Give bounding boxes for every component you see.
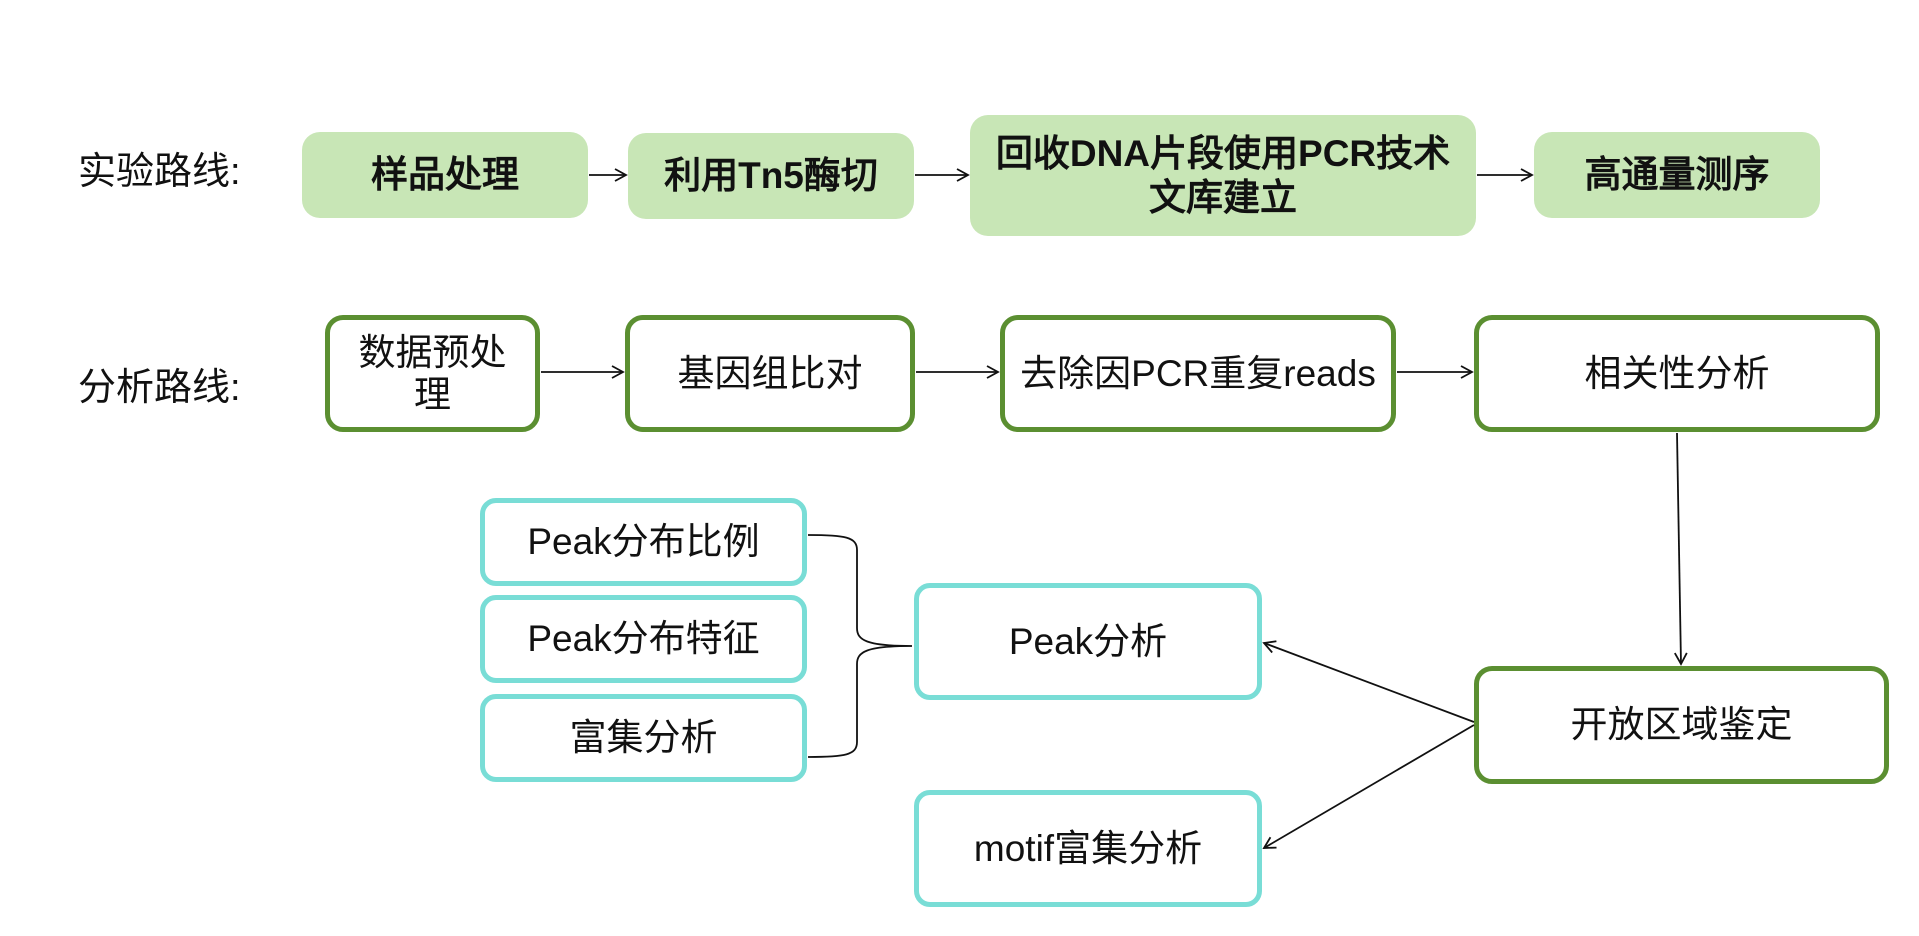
- ana-step-genome-alignment: 基因组比对: [625, 315, 915, 432]
- exp-step-label: 利用Tn5酶切: [664, 155, 878, 196]
- exp-step-label-line2: 文库建立: [1149, 176, 1297, 218]
- experiment-route-label: 实验路线:: [78, 151, 241, 193]
- peak-sub-label: 富集分析: [569, 717, 718, 758]
- motif-analysis-label: motif富集分析: [973, 827, 1203, 869]
- arrow-correlation-to-open-region: [1674, 432, 1688, 666]
- exp-step-sample-processing: 样品处理: [302, 132, 588, 218]
- ana-step-remove-pcr-duplicates: 去除因PCR重复reads: [1000, 315, 1396, 432]
- enrichment-analysis: 富集分析: [480, 694, 807, 782]
- ana-step-label: 基因组比对: [677, 352, 863, 394]
- exp-step-library-construction: 回收DNA片段使用PCR技术 文库建立: [970, 115, 1476, 236]
- ana-step-label: 去除因PCR重复reads: [1020, 352, 1376, 394]
- analysis-route-label: 分析路线:: [78, 367, 241, 409]
- peak-analysis: Peak分析: [914, 583, 1262, 700]
- ana-step-label-line1: 数据预处: [358, 331, 507, 373]
- peak-sub-label: Peak分布比例: [527, 521, 760, 562]
- exp-step-high-throughput-sequencing: 高通量测序: [1534, 132, 1820, 218]
- peak-analysis-label: Peak分析: [1008, 620, 1168, 662]
- exp-step-label-line1: 回收DNA片段使用PCR技术: [995, 132, 1451, 174]
- arrow-open-region-to-peak: [1262, 640, 1475, 723]
- peak-distribution-features: Peak分布特征: [480, 595, 807, 683]
- peak-sub-label: Peak分布特征: [527, 618, 760, 659]
- open-region-label: 开放区域鉴定: [1570, 704, 1793, 745]
- brace-peak-subanalyses: [807, 534, 913, 758]
- exp-step-label: 高通量测序: [1584, 154, 1770, 195]
- peak-distribution-ratio: Peak分布比例: [480, 498, 807, 586]
- ana-step-correlation-analysis: 相关性分析: [1474, 315, 1880, 432]
- arrow-open-region-to-motif: [1262, 724, 1475, 849]
- open-region-identification: 开放区域鉴定: [1474, 666, 1889, 784]
- exp-step-tn5-digestion: 利用Tn5酶切: [628, 133, 914, 219]
- ana-step-label-line2: 理: [414, 373, 451, 415]
- motif-enrichment-analysis: motif富集分析: [914, 790, 1262, 907]
- ana-step-label: 相关性分析: [1584, 352, 1770, 394]
- ana-step-data-preprocessing: 数据预处 理: [325, 315, 540, 432]
- exp-step-label: 样品处理: [371, 154, 519, 195]
